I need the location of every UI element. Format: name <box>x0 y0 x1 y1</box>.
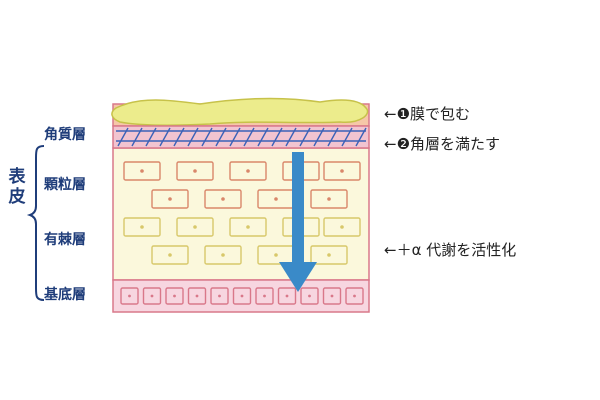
granular-cell-nucleus <box>140 169 144 173</box>
basal-cell <box>142 287 162 305</box>
basal-cells <box>120 287 364 305</box>
basal-cell <box>300 287 319 305</box>
epidermis-bracket <box>26 145 45 301</box>
granular-cell-nucleus <box>327 197 331 201</box>
basal-cell <box>255 287 274 305</box>
granular-cell <box>204 189 242 209</box>
epidermis-label: 表皮 <box>8 167 26 207</box>
spinous-cell-nucleus <box>327 253 331 257</box>
granular-cell-nucleus <box>193 169 197 173</box>
annotation-fill: ←❷角層を満たす <box>384 135 501 153</box>
spinous-cell <box>204 245 242 265</box>
granular-cell-nucleus <box>246 169 250 173</box>
penetration-arrow <box>279 152 317 292</box>
basal-cell-nucleus <box>263 294 266 298</box>
granular-cell <box>123 161 161 181</box>
spinous-cell-nucleus <box>274 253 278 257</box>
spinous-cell <box>310 245 348 265</box>
label-stratum-basale: 基底層 <box>44 287 86 303</box>
granular-cell <box>176 161 214 181</box>
basal-cell <box>277 287 297 305</box>
basal-cell-nucleus <box>240 294 244 298</box>
spinous-cell-nucleus <box>246 225 250 229</box>
annotation-metabolism: ←＋α 代謝を活性化 <box>384 241 517 259</box>
spinous-cell-nucleus <box>168 253 172 257</box>
label-stratum-spinosum: 有棘層 <box>44 232 86 248</box>
basal-cell <box>165 287 184 305</box>
basal-cell <box>120 287 139 305</box>
corneum-hatching <box>116 127 367 147</box>
basal-cell-nucleus <box>330 294 334 298</box>
basal-cell-nucleus <box>195 294 199 298</box>
spinous-cell <box>123 217 161 237</box>
basal-cell-nucleus <box>128 294 131 298</box>
granular-cell <box>310 189 348 209</box>
basal-cell <box>322 287 342 305</box>
spinous-cell <box>151 245 189 265</box>
spinous-cell-nucleus <box>221 253 225 257</box>
basal-cell <box>345 287 364 305</box>
basal-cell-nucleus <box>150 294 154 298</box>
basal-cell <box>232 287 252 305</box>
spinous-cell-nucleus <box>340 225 344 229</box>
label-stratum-granulosum: 顆粒層 <box>44 177 86 193</box>
basal-cell <box>187 287 207 305</box>
spinous-cell <box>176 217 214 237</box>
granular-cell-nucleus <box>340 169 344 173</box>
basal-cell-nucleus <box>285 294 289 298</box>
basal-cell-nucleus <box>353 294 356 298</box>
spinous-cell <box>229 217 267 237</box>
annotation-film: ←❶膜で包む <box>384 105 471 123</box>
granular-cell <box>229 161 267 181</box>
spinous-cell-nucleus <box>140 225 144 229</box>
spinous-cell-nucleus <box>193 225 197 229</box>
basal-cell-nucleus <box>218 294 221 298</box>
granular-cell-nucleus <box>168 197 172 201</box>
spinous-cell <box>323 217 361 237</box>
basal-cell <box>210 287 229 305</box>
granular-cell <box>151 189 189 209</box>
label-stratum-corneum: 角質層 <box>44 127 86 143</box>
basal-cell-nucleus <box>308 294 311 298</box>
granular-cell-nucleus <box>274 197 278 201</box>
granular-cell-nucleus <box>221 197 225 201</box>
granular-cell <box>323 161 361 181</box>
protective-film <box>111 97 369 127</box>
basal-cell-nucleus <box>173 294 176 298</box>
